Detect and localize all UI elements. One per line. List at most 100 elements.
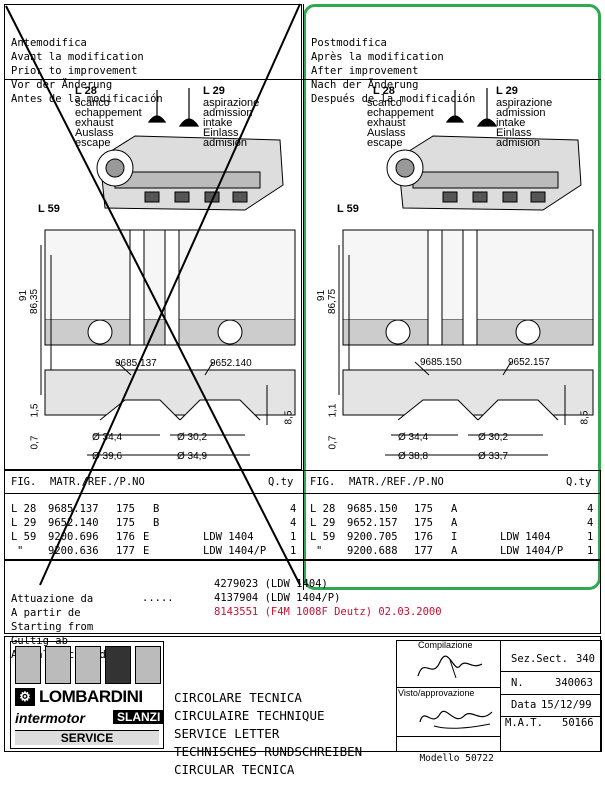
logo-emblem-icon: ⚙ [15,688,35,706]
cell: L 28 [310,503,336,515]
cell: 4 [587,517,594,529]
new-rec-b: 0,7 [327,435,339,450]
compilazione-label: Compilazione [418,640,473,650]
attuazione-section [4,560,601,634]
cell: 4 [290,503,297,515]
old-l28-label: L 28 [75,85,97,97]
new-ref-a: 9685.150 [420,357,462,368]
cell: E [143,531,150,543]
cell: L 29 [11,517,37,529]
new-engine-drawing [338,88,594,456]
cell: LDW 1404 [500,531,551,543]
cell: A [451,503,458,515]
cell: A [451,545,458,557]
data-value: 15/12/99 [541,699,592,711]
old-th-matr: MATR./REF./P.NO [50,476,145,488]
header-divider [4,79,601,80]
cell: I [451,531,458,543]
cell: 1 [587,545,594,557]
cell: 176 [116,531,135,543]
cell: 1 [587,531,594,543]
sez-label: Sez.Sect. [511,653,568,665]
mat-value: 50166 [562,717,594,729]
cell: B [153,503,160,515]
cell: L 59 [11,531,37,543]
new-right-dim: 8,5 [579,410,591,425]
attuazione-value-1: 4279023 (LDW 1404) [214,578,328,590]
new-l59-label: L 59 [337,203,359,215]
attuazione-dots: ..... [142,592,174,604]
cell: 9200.688 [347,545,398,557]
center-divider [303,4,304,590]
cell: 175 [414,517,433,529]
cell: LDW 1404 [203,531,254,543]
cell: 4 [290,517,297,529]
new-d1: Ø 34,4 [398,432,429,443]
old-ref-b: 9652.140 [210,358,252,369]
old-engine-drawing [40,88,296,456]
cell: 9200.636 [48,545,99,557]
cell: " [17,545,24,557]
new-l28-label: L 28 [373,85,395,97]
cell: 9652.157 [347,517,398,529]
cell: B [153,517,160,529]
new-d4: Ø 33,7 [478,451,509,462]
logo-intermotor: intermotor [15,710,85,726]
cell: LDW 1404/P [500,545,564,557]
compilazione-signature [417,655,483,679]
old-d3: Ø 39,6 [92,451,123,462]
new-h-total: 91 [316,289,328,302]
attuazione-value-3: 8143551 (F4M 1008F Deutz) 02.03.2000 [214,606,442,618]
cell: 177 [414,545,433,557]
info-divider-2 [500,694,602,695]
modello-field: Modello 50722 [419,753,494,764]
table-header-divider [4,493,601,494]
new-d2: Ø 30,2 [478,432,509,443]
approval-block [396,640,602,752]
visto-label: Visto/approvazione [398,688,475,698]
cell: 9685.150 [347,503,398,515]
n-value: 340063 [555,677,593,689]
new-l29-label: L 29 [496,85,518,97]
cell: 175 [414,503,433,515]
old-ref-a: 9685.137 [115,358,157,369]
cell: A [451,517,458,529]
data-label: Data [511,699,537,711]
old-drawing [5,80,302,470]
new-panel-highlight [303,4,601,590]
sez-value: 340 [576,653,595,665]
new-d3: Ø 38,8 [398,451,429,462]
cell: 176 [414,531,433,543]
new-th-qty: Q.ty [566,476,592,488]
cell: " [316,545,323,557]
lombardini-logo: ⚙ LOMBARDINI intermotor SLANZI SERVICE [10,641,165,749]
new-h-inner: 86,75 [327,288,339,315]
old-d4: Ø 34,9 [177,451,208,462]
visto-signature [419,710,493,729]
cell: 175 [116,517,135,529]
old-d2: Ø 30,2 [177,432,208,443]
cell: LDW 1404/P [203,545,267,557]
modello-divider [396,736,500,737]
old-l59-label: L 59 [38,203,60,215]
cell: 9652.140 [48,517,99,529]
cell: L 28 [11,503,37,515]
new-rec-a: 1,1 [327,403,339,418]
n-label: N. [511,677,524,689]
new-th-fig: FIG. [310,476,336,488]
cell: L 59 [310,531,336,543]
cell: 177 [116,545,135,557]
info-divider-1 [500,671,602,672]
old-panel [4,4,302,470]
logo-brand: LOMBARDINI [39,687,143,706]
new-ref-b: 9652.157 [508,357,550,368]
approval-hdivider [396,687,500,688]
new-th-matr: MATR./REF./P.NO [349,476,444,488]
attuazione-value-2: 4137904 (LDW 1404/P) [214,592,341,604]
old-th-fig: FIG. [11,476,37,488]
